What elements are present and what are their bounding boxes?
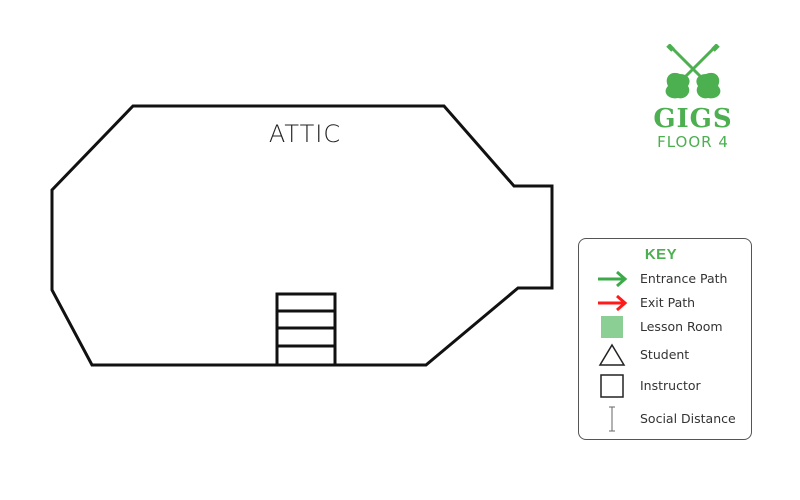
square-outline-icon [600,374,624,398]
key-label: Exit Path [640,295,696,310]
key-label: Social Distance [640,411,736,426]
key-label: Instructor [640,378,701,393]
legend-key: KEY Entrance Path Exit Path Lesson Room … [578,238,752,440]
green-arrow-icon [598,270,628,288]
key-title: KEY [644,246,678,263]
attic-outline [50,104,554,367]
key-label: Lesson Room [640,319,723,334]
key-row-student: Student [579,341,753,369]
key-label: Entrance Path [640,271,728,286]
distance-bar-icon [609,406,615,432]
floor-number: FLOOR 4 [657,133,729,151]
key-row-exit: Exit Path [579,289,753,317]
crossed-guitars-icon [665,43,721,99]
logo-brand: GIGS [653,104,733,134]
gigs-logo: GIGS FLOOR 4 [648,43,738,151]
key-label: Student [640,347,690,362]
green-square-icon [601,316,623,338]
staircase [275,292,337,367]
red-arrow-icon [598,294,628,312]
room-label: ATTIC [268,120,342,148]
key-row-instructor: Instructor [579,372,753,400]
key-row-lesson-room: Lesson Room [579,313,753,341]
triangle-icon [598,343,626,366]
key-row-entrance: Entrance Path [579,265,753,293]
key-row-social-distance: Social Distance [579,405,753,433]
